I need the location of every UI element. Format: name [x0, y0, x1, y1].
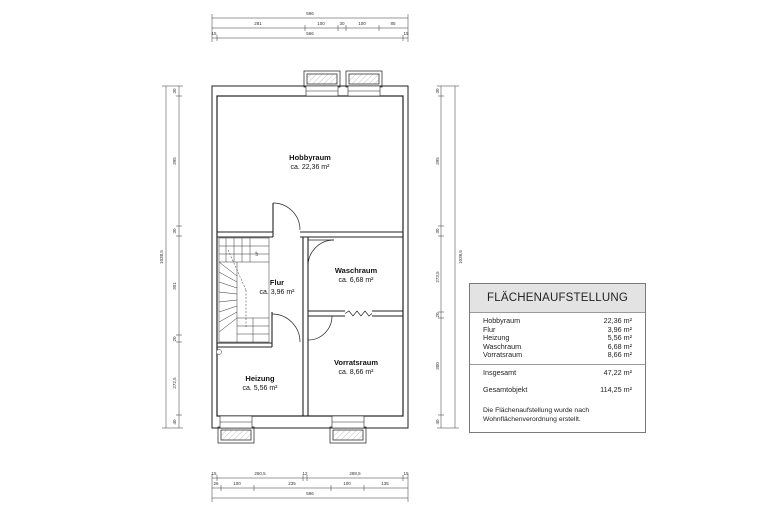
dim-label: 260,5	[254, 471, 266, 476]
dim-label: 235	[288, 481, 296, 486]
row-value: 22,36 m²	[603, 316, 632, 325]
doors	[271, 202, 373, 343]
dim-label: 30	[435, 228, 440, 234]
row-value: 3,96 m²	[607, 324, 632, 334]
dim-label: 100	[233, 481, 241, 486]
room-area-hobbyraum: ca. 22,36 m²	[291, 164, 331, 171]
dim-label: 30	[435, 88, 440, 94]
dim-label: 273,5	[435, 271, 440, 283]
room-area-heizung: ca. 5,56 m²	[242, 385, 278, 392]
light-well-top-right	[345, 70, 383, 88]
room-labels: Hobbyraum ca. 22,36 m² Flur ca. 3,96 m² …	[242, 153, 378, 392]
door-vorratsraum	[307, 315, 333, 341]
row-value: 5,56 m²	[607, 333, 632, 343]
table-row: Vorratsraum 8,66 m²	[483, 351, 632, 360]
room-area-flur: ca. 3,96 m²	[259, 289, 295, 296]
row-label: Vorratsraum	[483, 350, 523, 360]
table-row: Heizung 5,56 m²	[483, 334, 632, 343]
dim-label: 596	[306, 11, 314, 16]
row-label: Heizung	[483, 333, 510, 343]
dim-label: 100	[358, 21, 366, 26]
area-table-note: Die Flächenaufstellung wurde nach Wohnfl…	[483, 407, 590, 424]
dim-label: 566	[306, 31, 314, 36]
dim-label: 135	[381, 481, 389, 486]
door-waschraum	[307, 239, 335, 267]
dim-label: 15	[211, 31, 217, 36]
dim-label: 12	[302, 471, 308, 476]
dim-label: 272,5	[172, 377, 177, 389]
dim-label: 26	[213, 481, 219, 486]
row-label: Flur	[483, 324, 496, 334]
row-label: Hobbyraum	[483, 316, 521, 325]
light-well-bottom-left	[217, 426, 255, 444]
dim-label: 30	[339, 21, 345, 26]
total-row: Insgesamt 47,22 m²	[483, 367, 632, 378]
dim-label: 288,5	[349, 471, 361, 476]
sliding-door	[344, 310, 373, 317]
top-dimension-labels: 596 281 100 30 100 85 15 566 15	[211, 11, 409, 36]
door-hobbyraum	[272, 202, 301, 232]
dim-label: 596	[306, 491, 314, 496]
dim-label: 15	[403, 31, 409, 36]
divider	[470, 363, 645, 365]
dim-label: 395	[435, 157, 440, 165]
left-dimension-labels: 1038,5 30 395 30 301 20 272,5 40	[159, 88, 177, 425]
bottom-dimension-labels: 15 260,5 12 288,5 15 26 100 235 100 135 …	[211, 471, 409, 496]
right-dimensions	[437, 85, 459, 429]
total-value: 47,22 m²	[603, 367, 632, 377]
object-label: Gesamtobjekt	[483, 384, 528, 394]
top-dimensions	[211, 14, 409, 42]
table-row: Hobbyraum 22,36 m²	[483, 316, 632, 326]
dim-label: 100	[343, 481, 351, 486]
dim-label: 395	[172, 157, 177, 165]
table-row: Flur 3,96 m²	[483, 324, 632, 335]
room-name-vorratsraum: Vorratsraum	[334, 358, 378, 367]
dim-label: 30	[172, 88, 177, 94]
light-well-bottom-right	[329, 426, 367, 444]
drain-icon	[216, 349, 222, 355]
room-name-heizung: Heizung	[245, 374, 275, 383]
dim-label: 40	[172, 419, 177, 425]
room-area-vorratsraum: ca. 8,66 m²	[338, 369, 374, 376]
dim-label: 20	[172, 336, 177, 342]
room-name-waschraum: Waschraum	[335, 266, 378, 275]
row-value: 8,66 m²	[607, 350, 632, 360]
dim-label: 1038,5	[159, 250, 164, 264]
dim-label: 100	[317, 21, 325, 26]
dim-label: 15	[211, 471, 217, 476]
stair-direction-label: UP	[255, 250, 259, 256]
dim-label: 301	[172, 282, 177, 290]
object-row: Gesamtobjekt 114,25 m²	[483, 384, 632, 395]
dim-label: 281	[254, 21, 262, 26]
right-dimension-labels: 1038,5 30 395 30 273,5 20 300 40	[435, 88, 463, 425]
area-table-title: FLÄCHENAUFSTELLUNG	[470, 284, 645, 313]
total-label: Insgesamt	[483, 367, 517, 377]
staircase: UP	[216, 237, 270, 355]
row-value: 6,68 m²	[607, 341, 632, 351]
area-table-rows: Hobbyraum 22,36 m² Flur 3,96 m² Heizung …	[470, 313, 645, 394]
dim-label: 15	[403, 471, 409, 476]
dim-label: 85	[390, 21, 396, 26]
dim-label: 300	[435, 362, 440, 370]
door-heizung	[271, 313, 301, 343]
object-value: 114,25 m²	[600, 384, 632, 394]
room-name-hobbyraum: Hobbyraum	[289, 153, 331, 162]
area-summary-table: FLÄCHENAUFSTELLUNG Hobbyraum 22,36 m² Fl…	[469, 283, 646, 433]
light-well-top-left	[303, 70, 341, 88]
room-area-waschraum: ca. 6,68 m²	[338, 277, 374, 284]
dim-label: 40	[435, 419, 440, 425]
bottom-dimensions	[211, 474, 409, 502]
room-name-flur: Flur	[270, 278, 284, 287]
dim-label: 1038,5	[458, 250, 463, 264]
dim-label: 20	[435, 312, 440, 318]
dim-label: 30	[172, 228, 177, 234]
table-row: Waschraum 6,68 m²	[483, 341, 632, 352]
row-label: Waschraum	[483, 341, 522, 351]
left-dimensions	[162, 85, 183, 429]
window-wells	[217, 70, 383, 444]
windows	[219, 85, 381, 429]
